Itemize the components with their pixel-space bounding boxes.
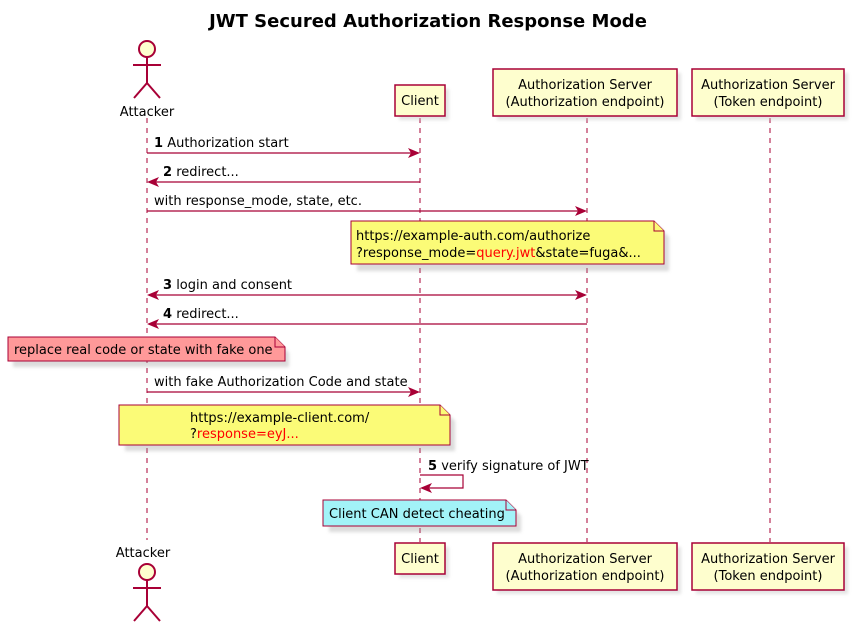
diagram-title: JWT Secured Authorization Response Mode <box>207 11 647 32</box>
note-auth-url-line1: https://example-auth.com/authorize <box>356 229 590 244</box>
message-4: 4 redirect... <box>147 307 587 329</box>
message-1-text: Authorization start <box>167 136 288 151</box>
message-5-number: 5 <box>428 459 437 474</box>
as-auth-label-bottom-line1: Authorization Server <box>518 552 652 567</box>
message-4-number: 4 <box>163 307 172 322</box>
note-auth-url-suffix: &state=fuga&... <box>535 246 641 261</box>
note-replace: replace real code or state with fake one <box>7 336 289 367</box>
note-replace-text: replace real code or state with fake one <box>14 343 273 358</box>
message-5: 5 verify signature of JWT <box>420 459 589 493</box>
message-4-text: redirect... <box>176 307 239 322</box>
as-token-label-bottom-line1: Authorization Server <box>701 552 835 567</box>
message-3-text: login and consent <box>176 278 292 293</box>
message-4b: with fake Authorization Code and state <box>147 375 420 397</box>
message-1-number: 1 <box>154 136 163 151</box>
svg-text:3 login and consent: 3 login and consent <box>163 278 292 293</box>
message-3: 3 login and consent <box>147 278 587 300</box>
message-1: 1 Authorization start <box>147 136 420 158</box>
as-token-participant-bottom: Authorization Server (Token endpoint) <box>691 542 848 594</box>
svg-text:4 redirect...: 4 redirect... <box>163 307 239 322</box>
svg-text:5 verify signature of JWT: 5 verify signature of JWT <box>428 459 589 474</box>
note-detect: Client CAN detect cheating <box>322 499 521 532</box>
as-auth-label-top-line2: (Authorization endpoint) <box>506 95 665 110</box>
message-4b-text: with fake Authorization Code and state <box>154 375 408 390</box>
note-client-url-line1: https://example-client.com/ <box>190 411 370 426</box>
as-auth-participant-bottom: Authorization Server (Authorization endp… <box>492 542 681 594</box>
attacker-label-bottom: Attacker <box>116 546 171 561</box>
attacker-actor-bottom: Attacker <box>116 546 171 622</box>
as-token-participant-top: Authorization Server (Token endpoint) <box>691 68 848 120</box>
svg-text:2 redirect...: 2 redirect... <box>163 165 239 180</box>
as-auth-participant-top: Authorization Server (Authorization endp… <box>492 68 681 120</box>
message-2: 2 redirect... <box>147 165 420 187</box>
svg-text:?response_mode=query.jwt&state: ?response_mode=query.jwt&state=fuga&... <box>356 246 641 261</box>
note-auth-url-prefix: ?response_mode= <box>356 246 476 261</box>
note-auth-url: https://example-auth.com/authorize ?resp… <box>350 220 669 271</box>
note-client-url-highlight: response=eyJ... <box>197 427 299 442</box>
as-token-label-bottom-line2: (Token endpoint) <box>714 569 823 584</box>
note-client-url: https://example-client.com/ ?response=ey… <box>118 404 455 451</box>
as-auth-label-bottom-line2: (Authorization endpoint) <box>506 569 665 584</box>
attacker-label-top: Attacker <box>120 105 175 120</box>
note-auth-url-highlight: query.jwt <box>476 246 535 261</box>
svg-text:?response=eyJ...: ?response=eyJ... <box>190 427 299 442</box>
client-participant-top: Client <box>394 84 449 120</box>
svg-text:1 Authorization start: 1 Authorization start <box>154 136 289 151</box>
message-5-text: verify signature of JWT <box>441 459 589 474</box>
message-3-number: 3 <box>163 278 172 293</box>
message-2-text: redirect... <box>176 165 239 180</box>
client-label-top: Client <box>401 94 439 109</box>
note-detect-text: Client CAN detect cheating <box>329 507 505 522</box>
message-2-number: 2 <box>163 165 172 180</box>
as-token-label-top-line2: (Token endpoint) <box>714 95 823 110</box>
client-label-bottom: Client <box>401 552 439 567</box>
client-participant-bottom: Client <box>394 542 449 578</box>
note-client-url-prefix: ? <box>190 427 197 442</box>
as-token-label-top-line1: Authorization Server <box>701 78 835 93</box>
attacker-actor-top: Attacker <box>120 40 175 120</box>
as-auth-label-top-line1: Authorization Server <box>518 78 652 93</box>
message-2b-text: with response_mode, state, etc. <box>154 194 362 209</box>
message-2b: with response_mode, state, etc. <box>147 194 587 216</box>
